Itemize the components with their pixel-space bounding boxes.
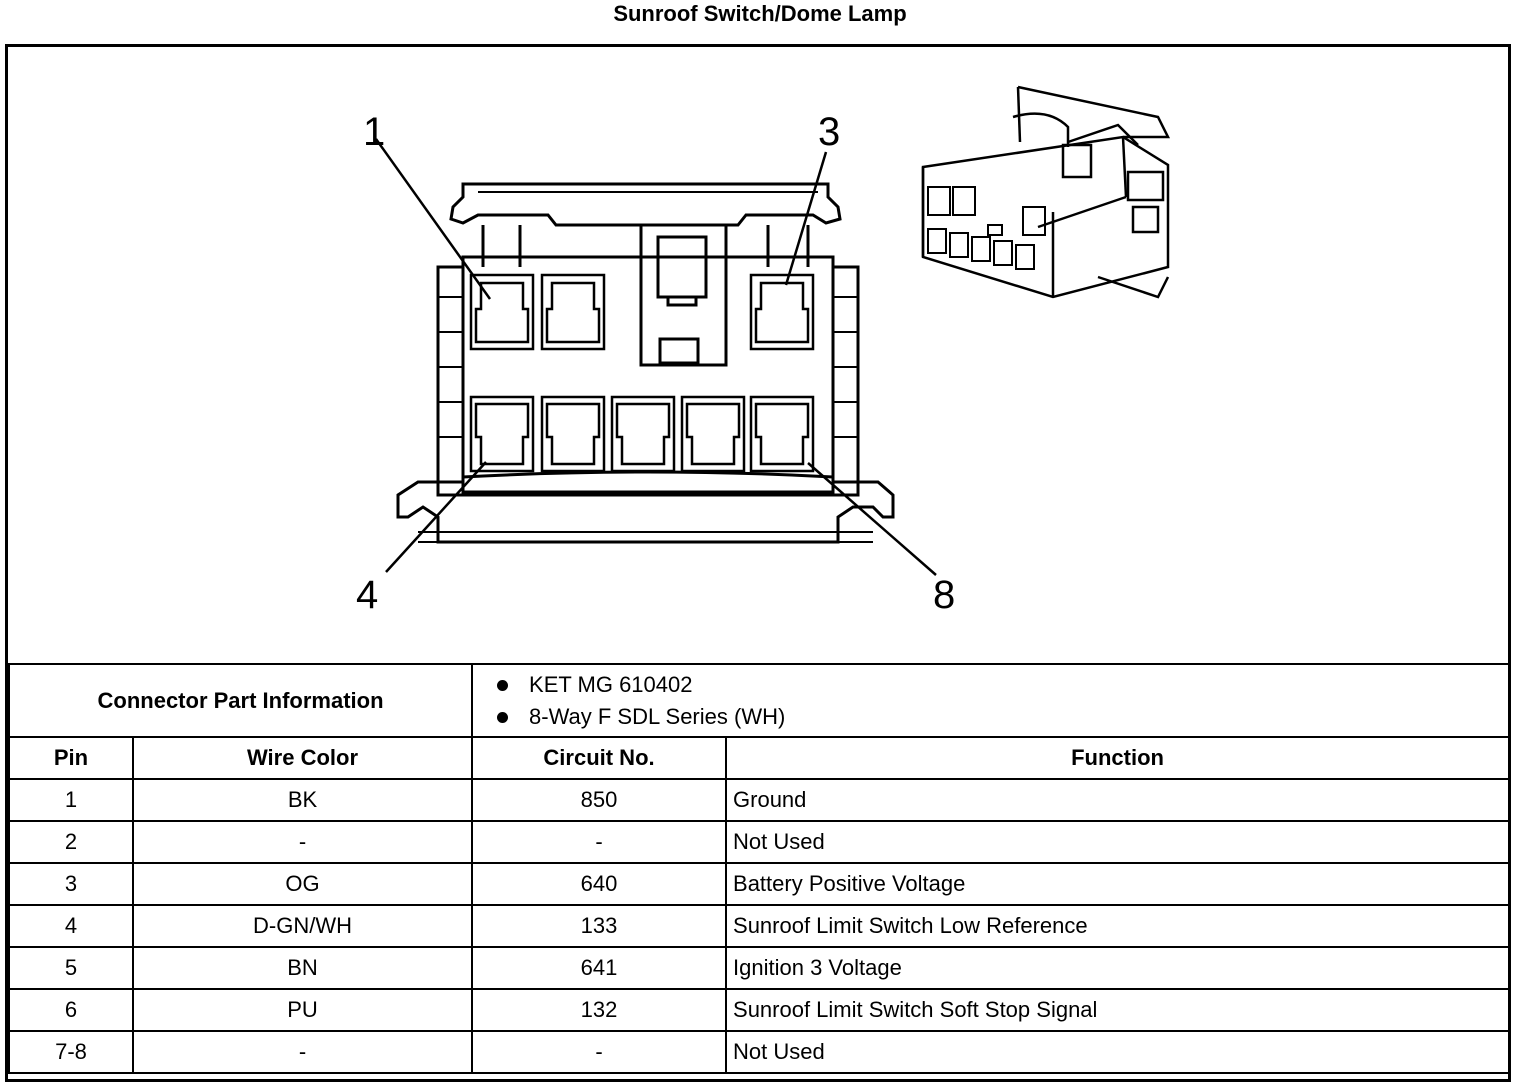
cell-circuit: - [471, 820, 728, 864]
cell-pin: 6 [8, 988, 134, 1032]
cell-function: Ignition 3 Voltage [725, 946, 1511, 990]
cell-wire-color: - [131, 1030, 474, 1074]
cell-circuit: 132 [471, 988, 728, 1032]
table-row: 5 BN 641 Ignition 3 Voltage [8, 946, 1511, 990]
cell-pin: 7-8 [8, 1030, 134, 1074]
header-function: Function [725, 736, 1511, 780]
connector-sheet: 1 3 4 8 Connector Part Information KET M… [5, 44, 1511, 1082]
connector-part-info-label: Connector Part Information [7, 663, 474, 738]
cell-circuit: - [471, 1030, 728, 1074]
table-row: 6 PU 132 Sunroof Limit Switch Soft Stop … [8, 988, 1511, 1032]
cell-pin: 5 [8, 946, 134, 990]
cell-pin: 4 [8, 904, 134, 948]
cell-function: Not Used [725, 1030, 1511, 1074]
cell-pin: 1 [8, 778, 134, 822]
connector-diagram: 1 3 4 8 [8, 47, 1508, 663]
header-circuit: Circuit No. [471, 736, 728, 780]
cell-circuit: 850 [471, 778, 728, 822]
cell-pin: 2 [8, 820, 134, 864]
pinout-table: Connector Part Information KET MG 610402… [7, 663, 1511, 1074]
connector-part-number: KET MG 610402 [493, 669, 1508, 701]
cell-wire-color: BK [131, 778, 474, 822]
cell-function: Sunroof Limit Switch Low Reference [725, 904, 1511, 948]
connector-iso-view [921, 85, 1171, 299]
connector-part-info-row: Connector Part Information KET MG 610402… [7, 663, 1511, 738]
table-row: 7-8 - - Not Used [8, 1030, 1511, 1074]
callout-pin-1: 1 [363, 110, 386, 154]
table-row: 3 OG 640 Battery Positive Voltage [8, 862, 1511, 906]
cell-wire-color: BN [131, 946, 474, 990]
table-row: 4 D-GN/WH 133 Sunroof Limit Switch Low R… [8, 904, 1511, 948]
callout-pin-3: 3 [818, 110, 841, 154]
callout-pin-4: 4 [356, 573, 379, 617]
cell-wire-color: PU [131, 988, 474, 1032]
cell-circuit: 641 [471, 946, 728, 990]
table-row: 2 - - Not Used [8, 820, 1511, 864]
connector-face-drawing [374, 85, 1171, 576]
cell-function: Battery Positive Voltage [725, 862, 1511, 906]
connector-part-info-values: KET MG 610402 8-Way F SDL Series (WH) [471, 663, 1511, 738]
cell-function: Sunroof Limit Switch Soft Stop Signal [725, 988, 1511, 1032]
cell-circuit: 133 [471, 904, 728, 948]
cell-wire-color: D-GN/WH [131, 904, 474, 948]
table-row: 1 BK 850 Ground [8, 778, 1511, 822]
cell-circuit: 640 [471, 862, 728, 906]
cell-function: Ground [725, 778, 1511, 822]
header-wire-color: Wire Color [131, 736, 474, 780]
cell-wire-color: OG [131, 862, 474, 906]
header-pin: Pin [8, 736, 134, 780]
cell-wire-color: - [131, 820, 474, 864]
page-title: Sunroof Switch/Dome Lamp [613, 1, 907, 26]
cell-pin: 3 [8, 862, 134, 906]
cell-function: Not Used [725, 820, 1511, 864]
table-header-row: Pin Wire Color Circuit No. Function [8, 736, 1511, 780]
callout-pin-8: 8 [933, 573, 956, 617]
connector-series: 8-Way F SDL Series (WH) [493, 701, 1508, 733]
